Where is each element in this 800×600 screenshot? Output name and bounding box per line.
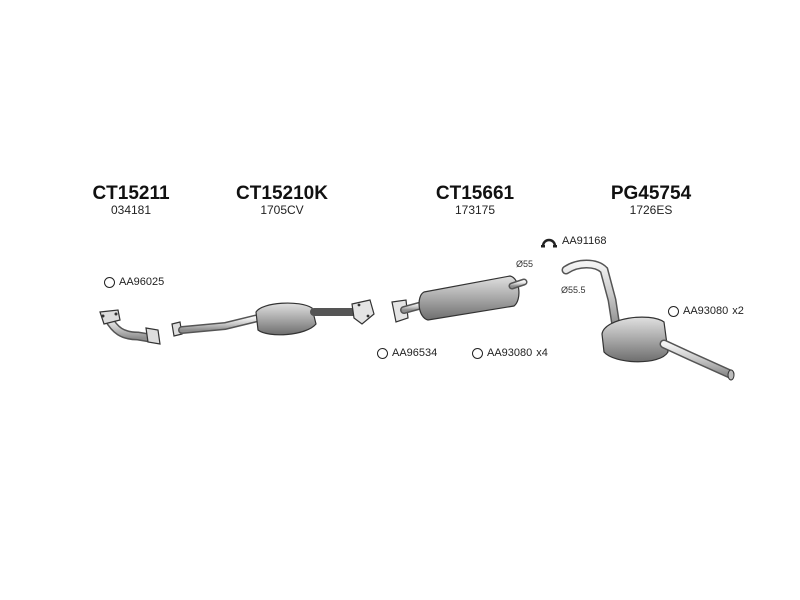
ref-code-4: 1726ES [629, 203, 673, 217]
ref-code-2: 1705CV [260, 203, 304, 217]
ref-code-1: 034181 [110, 203, 152, 217]
gasket-icon [104, 276, 115, 288]
ring-icon [472, 347, 483, 359]
front-pipe-drawing [99, 309, 161, 345]
clamp-icon [541, 238, 557, 248]
accessory-code: AA93080 [487, 347, 533, 359]
part-code-2: CT15210K [236, 183, 328, 204]
accessory-code: AA91168 [562, 235, 607, 247]
diameter-label-2: Ø55.5 [561, 285, 586, 295]
part-code-3: CT15661 [435, 183, 515, 204]
middle-silencer-drawing [391, 275, 528, 323]
accessory-aa91168: AA91168 [540, 234, 606, 248]
rear-silencer-drawing [561, 259, 735, 381]
ref-code-3: 173175 [454, 203, 496, 217]
accessory-aa96534: AA96534 [377, 347, 437, 359]
accessory-aa93080-x2: AA93080 x2 [668, 305, 744, 317]
part-code-1: CT15211 [92, 183, 170, 204]
accessory-code: AA96025 [119, 276, 165, 288]
accessory-aa96025: AA96025 [104, 276, 164, 288]
part-code-4: PG45754 [610, 183, 692, 204]
catalytic-converter-drawing [171, 299, 375, 337]
accessory-qty: x4 [536, 347, 548, 359]
accessory-aa93080-x4: AA93080 x4 [472, 347, 548, 359]
ring-icon [377, 347, 388, 359]
ring-icon [668, 305, 679, 317]
accessory-qty: x2 [732, 305, 744, 317]
diameter-label-1: Ø55 [516, 259, 534, 269]
accessory-code: AA93080 [683, 305, 729, 317]
accessory-code: AA96534 [392, 347, 438, 359]
